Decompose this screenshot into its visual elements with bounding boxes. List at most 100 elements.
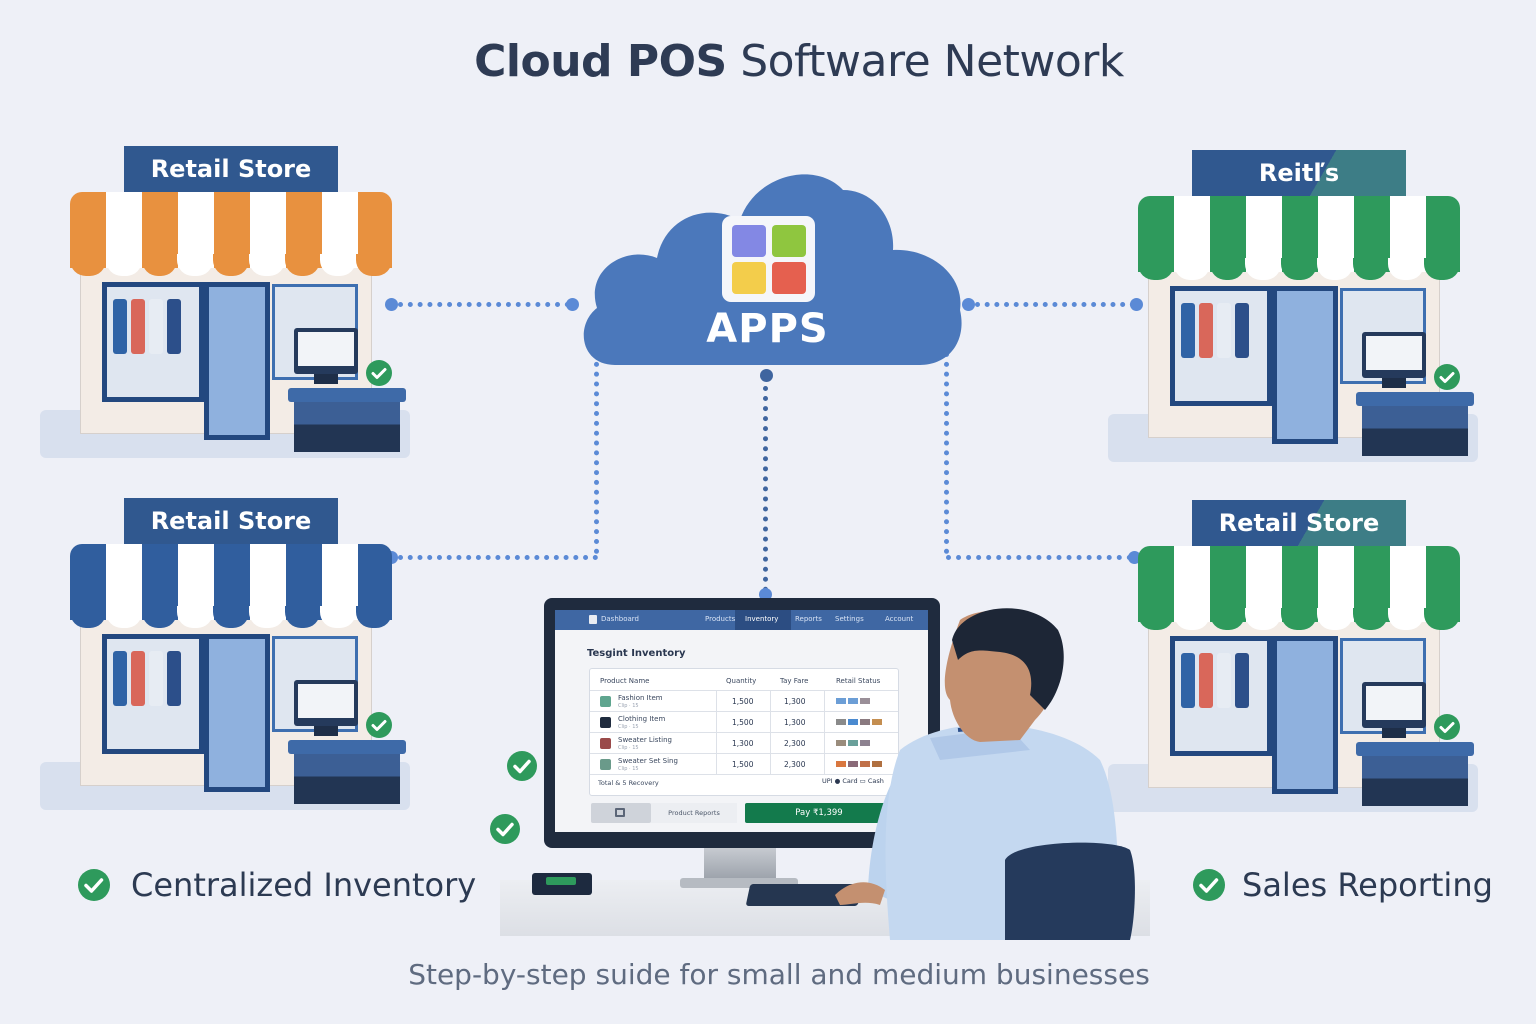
table-row[interactable]: Fashion Item Clip · 15 1,500 1,300 xyxy=(590,690,898,712)
connector-line xyxy=(975,302,1135,307)
table-row[interactable]: Sweater Set Sing Clip · 15 1,500 2,300 xyxy=(590,753,898,775)
connector-line xyxy=(594,352,599,554)
checkout-counter-body xyxy=(1362,756,1468,806)
nav-brand[interactable]: Dashboard xyxy=(601,615,639,623)
checkout-counter xyxy=(1356,742,1474,756)
pos-terminal-stand xyxy=(314,726,338,736)
table-row[interactable]: Clothing Item Clip · 15 1,500 1,300 xyxy=(590,711,898,733)
product-thumbnail xyxy=(600,738,611,749)
product-reports-button[interactable]: Product Reports xyxy=(651,803,737,823)
pay-button[interactable]: Pay ₹1,399 xyxy=(745,803,893,823)
product-thumbnail xyxy=(600,696,611,707)
store-sign: Reitľs xyxy=(1192,150,1406,196)
awning-scallop xyxy=(70,606,393,628)
apps-tile-red xyxy=(772,262,806,294)
checkout-counter-body xyxy=(1362,406,1468,456)
connector-node xyxy=(760,369,773,382)
product-thumbnail xyxy=(600,759,611,770)
feature-label: Sales Reporting xyxy=(1242,866,1493,904)
apps-grid-icon xyxy=(722,216,815,302)
product-name: Sweater Listing xyxy=(618,736,672,744)
store-window xyxy=(102,634,204,754)
table-footer xyxy=(590,774,898,795)
connector-line xyxy=(398,555,598,560)
store-window xyxy=(1170,636,1272,756)
pos-screen: Dashboard Products Inventory Reports Set… xyxy=(555,610,928,832)
pos-terminal-stand xyxy=(1382,378,1406,388)
title-bold: Cloud POS xyxy=(474,36,727,87)
connector-node xyxy=(759,588,772,601)
product-price: 1,300 xyxy=(784,697,806,706)
pos-terminal xyxy=(294,680,358,726)
nav-inventory[interactable]: Inventory xyxy=(745,615,779,623)
feature-centralized-inventory: Centralized Inventory xyxy=(77,866,476,904)
product-name: Sweater Set Sing xyxy=(618,757,678,765)
checkout-counter xyxy=(1356,392,1474,406)
product-thumbnail xyxy=(600,717,611,728)
store-door xyxy=(1272,636,1338,794)
store-sign: Retail Store xyxy=(124,498,338,544)
pos-terminal-stand xyxy=(1382,728,1406,738)
title-regular: Software Network xyxy=(740,36,1124,87)
store-door xyxy=(204,634,270,792)
cloud-label: APPS xyxy=(706,306,829,352)
feature-label: Centralized Inventory xyxy=(131,866,477,904)
store-window xyxy=(102,282,204,402)
nav-reports[interactable]: Reports xyxy=(795,615,822,623)
scanner-button[interactable] xyxy=(591,803,651,823)
store-bottom-right: Retail Store xyxy=(1100,496,1480,816)
store-sign: Retail Store xyxy=(124,146,338,192)
product-sku: Clip · 15 xyxy=(618,745,639,751)
pos-terminal-stand xyxy=(314,374,338,384)
store-door xyxy=(1272,286,1338,444)
product-sku: Clip · 15 xyxy=(618,724,639,730)
product-price: 1,300 xyxy=(784,718,806,727)
product-qty: 1,500 xyxy=(732,697,754,706)
checkout-counter xyxy=(288,388,406,402)
nav-settings[interactable]: Settings xyxy=(835,615,864,623)
cashier-person xyxy=(835,608,1135,940)
monitor-stand xyxy=(704,846,776,880)
pos-monitor: Dashboard Products Inventory Reports Set… xyxy=(544,598,940,848)
check-circle-icon xyxy=(490,814,520,844)
col-quantity[interactable]: Quantity xyxy=(726,677,757,685)
product-sku: Clip · 15 xyxy=(618,703,639,709)
app-logo-icon xyxy=(589,615,597,624)
store-bottom-left: Retail Store xyxy=(32,494,412,814)
nav-user[interactable]: Account xyxy=(885,615,914,623)
nav-products[interactable]: Products xyxy=(705,615,736,623)
connector-node xyxy=(385,298,398,311)
check-circle-icon xyxy=(1434,714,1460,740)
table-row[interactable]: Sweater Listing Clip · 15 1,300 2,300 xyxy=(590,732,898,754)
monitor-base xyxy=(680,878,798,888)
check-circle-icon xyxy=(507,751,537,781)
connector-line xyxy=(763,386,768,592)
check-circle-icon xyxy=(78,869,110,901)
product-price: 2,300 xyxy=(784,739,806,748)
payment-methods: UPI ● Card ▭ Cash xyxy=(822,777,884,785)
pos-terminal xyxy=(1362,682,1426,728)
connector-node xyxy=(1128,551,1141,564)
connector-node xyxy=(1130,298,1143,311)
check-circle-icon xyxy=(366,712,392,738)
product-sku: Clip · 15 xyxy=(618,766,639,772)
col-status[interactable]: Retail Status xyxy=(836,677,881,685)
col-product-name[interactable]: Product Name xyxy=(600,677,650,685)
check-circle-icon xyxy=(1193,869,1225,901)
product-name: Clothing Item xyxy=(618,715,666,723)
connector-line xyxy=(946,555,1132,560)
product-qty: 1,300 xyxy=(732,739,754,748)
col-price[interactable]: Tay Fare xyxy=(780,677,809,685)
barcode-icon xyxy=(615,808,625,817)
check-circle-icon xyxy=(1434,364,1460,390)
card-reader xyxy=(532,873,592,895)
connector-line xyxy=(944,352,949,554)
product-name: Fashion Item xyxy=(618,694,663,702)
store-sign: Retail Store xyxy=(1192,500,1406,546)
apps-tile-purple xyxy=(732,225,766,257)
awning-scallop xyxy=(1138,258,1461,280)
product-price: 2,300 xyxy=(784,760,806,769)
checkout-counter xyxy=(288,740,406,754)
awning-scallop xyxy=(70,254,393,276)
checkout-counter-body xyxy=(294,754,400,804)
